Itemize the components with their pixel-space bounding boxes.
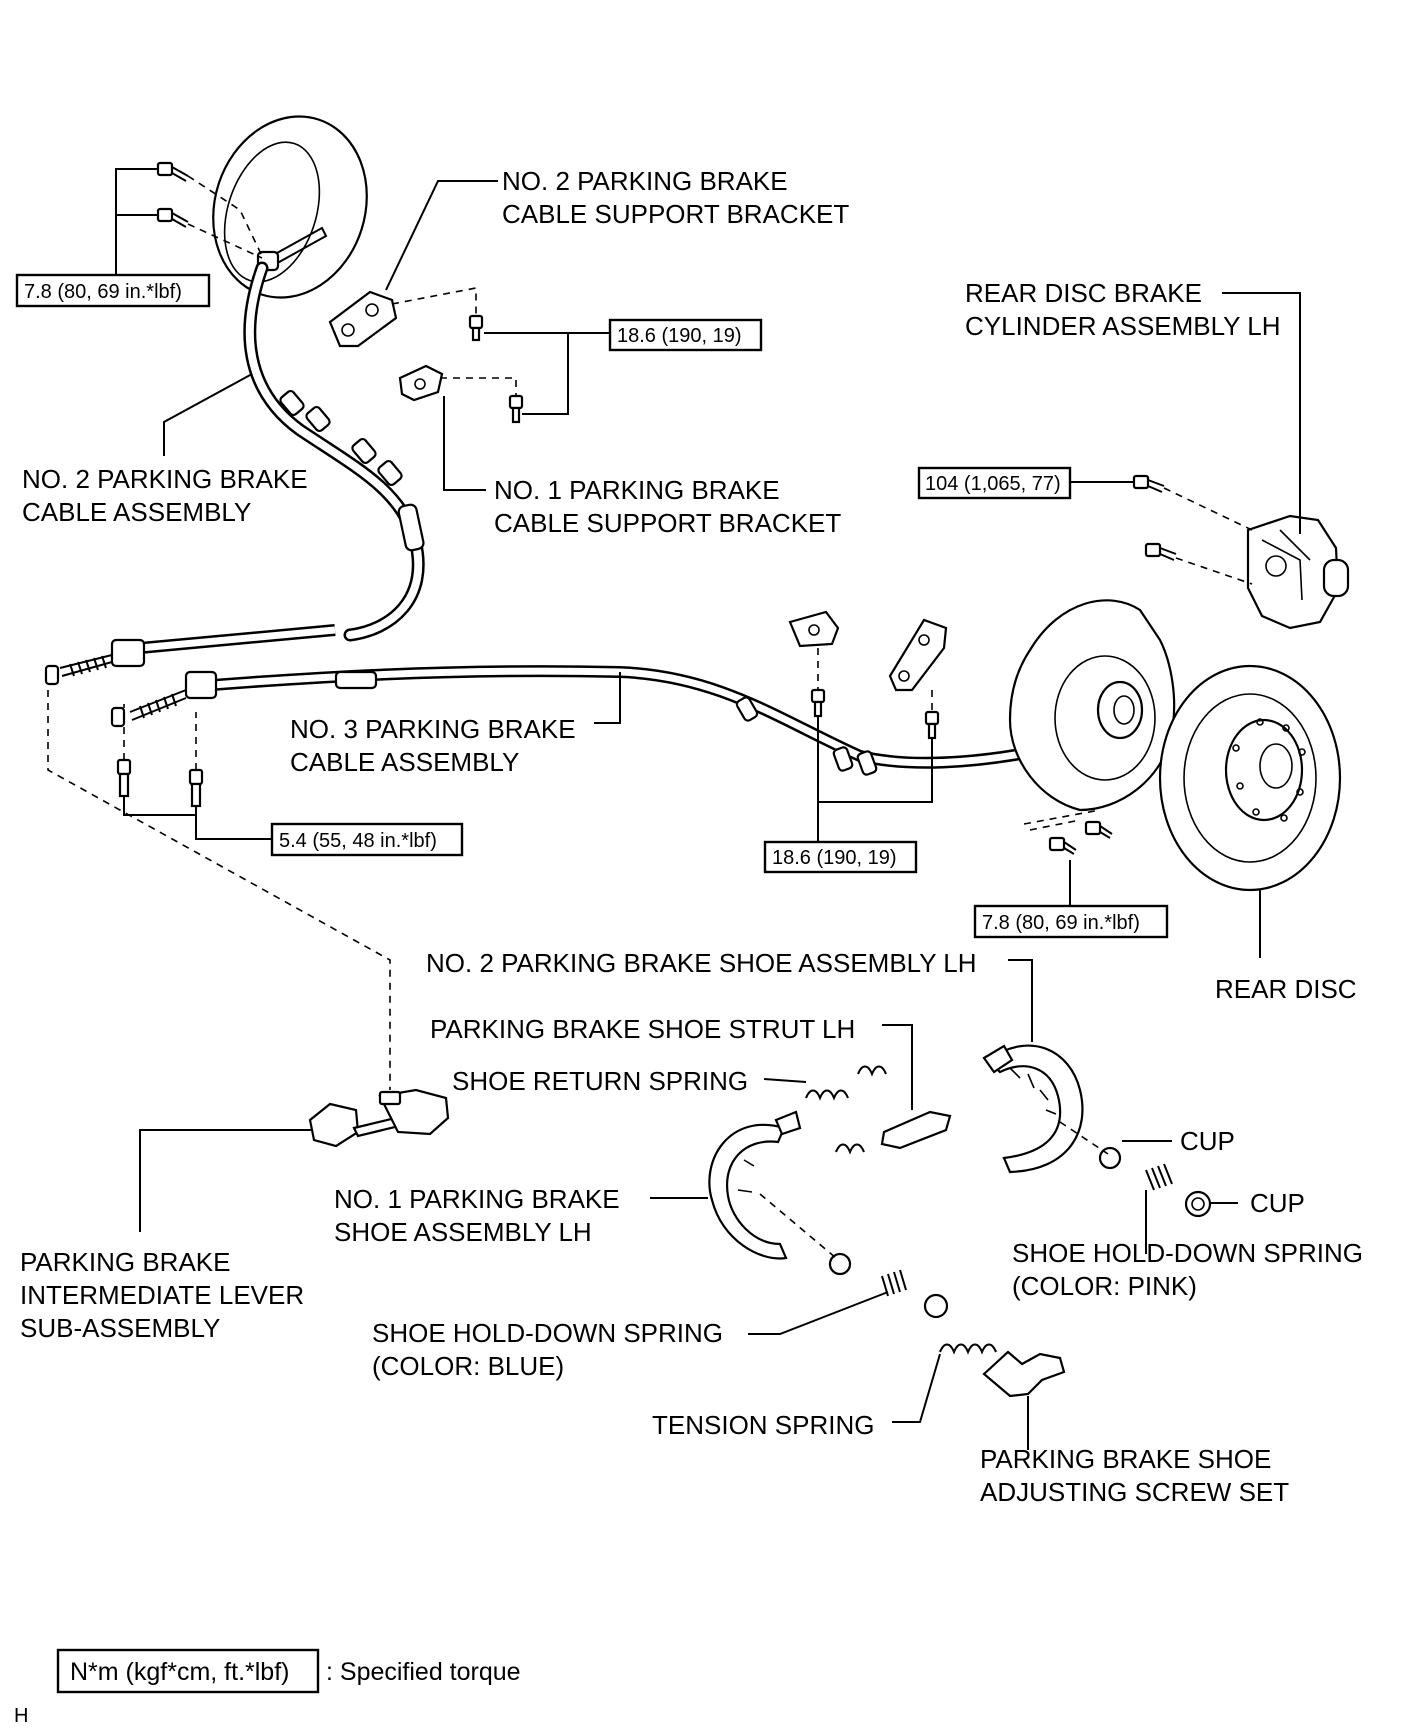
hold-down-pin-lower [828, 1252, 852, 1276]
no2-cable-drawing [243, 261, 425, 642]
torque-caliper: 104 (1,065, 77) [917, 466, 1072, 500]
torque-support-bracket-text: 18.6 (190, 19) [617, 325, 742, 347]
label-no3-cable-1: NO. 3 PARKING BRAKE [290, 714, 576, 744]
bolt-upper-1 [156, 161, 189, 182]
corner-mark: H [14, 1705, 28, 1727]
no3-bracket-dash [817, 648, 933, 712]
no2-support-bracket-drawing [328, 290, 398, 348]
bracket-bolt-1 [468, 314, 484, 342]
no1-shoe-drawing [708, 1110, 802, 1260]
label-intermediate-lever-3: SUB-ASSEMBLY [20, 1313, 220, 1343]
label-rear-cylinder-2: CYLINDER ASSEMBLY LH [965, 311, 1281, 341]
torque-no3-bracket-text: 18.6 (190, 19) [772, 847, 897, 869]
upper-pin-dash [1059, 1121, 1109, 1155]
shoe-return-spring-drawing [805, 1065, 887, 1155]
no3-bracket-bolt-1 [810, 688, 826, 718]
rear-backing-plate [1008, 599, 1176, 812]
label-hold-down-blue-2: (COLOR: BLUE) [372, 1351, 564, 1381]
no1-support-bracket-drawing [398, 364, 444, 402]
label-no2-cable-2: CABLE ASSEMBLY [22, 497, 251, 527]
label-no1-shoe-2: SHOE ASSEMBLY LH [334, 1217, 592, 1247]
label-adjusting-screw-2: ADJUSTING SCREW SET [980, 1477, 1289, 1507]
no3-support-bracket-b [888, 618, 948, 692]
no3-cable-drawing [110, 665, 1062, 776]
cable-end-bolt-2 [188, 768, 204, 808]
torque-backing-plate: 7.8 (80, 69 in.*lbf) [15, 273, 211, 308]
label-cup-lower: CUP [1250, 1188, 1305, 1218]
tension-spring-drawing [939, 1343, 997, 1355]
rear-disc-drawing [1158, 664, 1342, 892]
label-rear-disc: REAR DISC [1215, 974, 1357, 1004]
no3-bracket-bolt-2 [924, 710, 940, 740]
label-adjusting-screw-1: PARKING BRAKE SHOE [980, 1444, 1271, 1474]
caliper-dash [1163, 487, 1253, 585]
upper-backing-plate [212, 115, 368, 299]
label-tension-spring: TENSION SPRING [652, 1410, 874, 1440]
caliper-bolt-2 [1144, 542, 1177, 561]
bracket-dash [391, 287, 517, 396]
label-no2-shoe: NO. 2 PARKING BRAKE SHOE ASSEMBLY LH [426, 948, 977, 978]
legend-description: : Specified torque [326, 1658, 521, 1686]
shoe-strut-drawing [880, 1110, 952, 1150]
legend-unit-box: N*m (kgf*cm, ft.*lbf) [70, 1658, 289, 1686]
label-intermediate-lever-2: INTERMEDIATE LEVER [20, 1280, 304, 1310]
torque-rear-backing-text: 7.8 (80, 69 in.*lbf) [982, 912, 1140, 934]
label-no2-support-bracket-1: NO. 2 PARKING BRAKE [502, 166, 788, 196]
lower-pin-dash [759, 1193, 837, 1259]
no2-shoe-drawing [982, 1044, 1084, 1174]
hold-down-pin-upper [1098, 1146, 1122, 1170]
caliper-drawing [1246, 514, 1350, 630]
no3-support-bracket-a [788, 610, 840, 648]
intermediate-lever-dash [47, 690, 391, 1090]
intermediate-lever-drawing [308, 1088, 450, 1148]
torque-cable-end: 5.4 (55, 48 in.*lbf) [270, 822, 464, 857]
bracket-bolt-2 [508, 394, 524, 424]
label-hold-down-blue-1: SHOE HOLD-DOWN SPRING [372, 1318, 723, 1348]
adjusting-screw-drawing [982, 1350, 1066, 1398]
torque-no3-bracket: 18.6 (190, 19) [763, 840, 918, 874]
label-intermediate-lever-1: PARKING BRAKE [20, 1247, 230, 1277]
torque-backing-plate-text: 7.8 (80, 69 in.*lbf) [24, 281, 182, 303]
label-no1-support-bracket-1: NO. 1 PARKING BRAKE [494, 475, 780, 505]
label-rear-cylinder-1: REAR DISC BRAKE [965, 278, 1202, 308]
label-no2-cable-1: NO. 2 PARKING BRAKE [22, 464, 308, 494]
label-no3-cable-2: CABLE ASSEMBLY [290, 747, 519, 777]
torque-caliper-text: 104 (1,065, 77) [925, 473, 1061, 495]
torque-rear-backing: 7.8 (80, 69 in.*lbf) [973, 904, 1169, 939]
rear-backing-bolt-1 [1084, 820, 1113, 839]
cable-end-dash [123, 704, 197, 770]
cup-blue-drawing [923, 1293, 949, 1319]
label-cup-upper: CUP [1180, 1126, 1235, 1156]
cup-lower-drawing [1184, 1190, 1212, 1218]
label-hold-down-pink-2: (COLOR: PINK) [1012, 1271, 1197, 1301]
label-shoe-return-spring: SHOE RETURN SPRING [452, 1066, 748, 1096]
label-no1-support-bracket-2: CABLE SUPPORT BRACKET [494, 508, 841, 538]
caliper-bolt-1 [1132, 474, 1165, 493]
rear-backing-bolt-2 [1048, 836, 1077, 855]
bolt-upper-dash [187, 175, 263, 259]
bolt-upper-2 [156, 207, 189, 228]
torque-cable-end-text: 5.4 (55, 48 in.*lbf) [279, 830, 437, 852]
torque-support-bracket: 18.6 (190, 19) [608, 318, 763, 352]
label-hold-down-pink-1: SHOE HOLD-DOWN SPRING [1012, 1238, 1363, 1268]
cable-end-bolt-1 [116, 758, 132, 798]
hold-down-spring-blue [881, 1269, 907, 1297]
equalizer-cable-upper [44, 624, 336, 686]
label-no2-support-bracket-2: CABLE SUPPORT BRACKET [502, 199, 849, 229]
hold-down-spring-pink [1145, 1163, 1173, 1191]
legend: N*m (kgf*cm, ft.*lbf) : Specified torque [56, 1648, 521, 1694]
leader-lines [115, 168, 1301, 1450]
label-no1-shoe-1: NO. 1 PARKING BRAKE [334, 1184, 620, 1214]
rear-bolt-dash [1023, 809, 1101, 831]
label-shoe-strut: PARKING BRAKE SHOE STRUT LH [430, 1014, 855, 1044]
